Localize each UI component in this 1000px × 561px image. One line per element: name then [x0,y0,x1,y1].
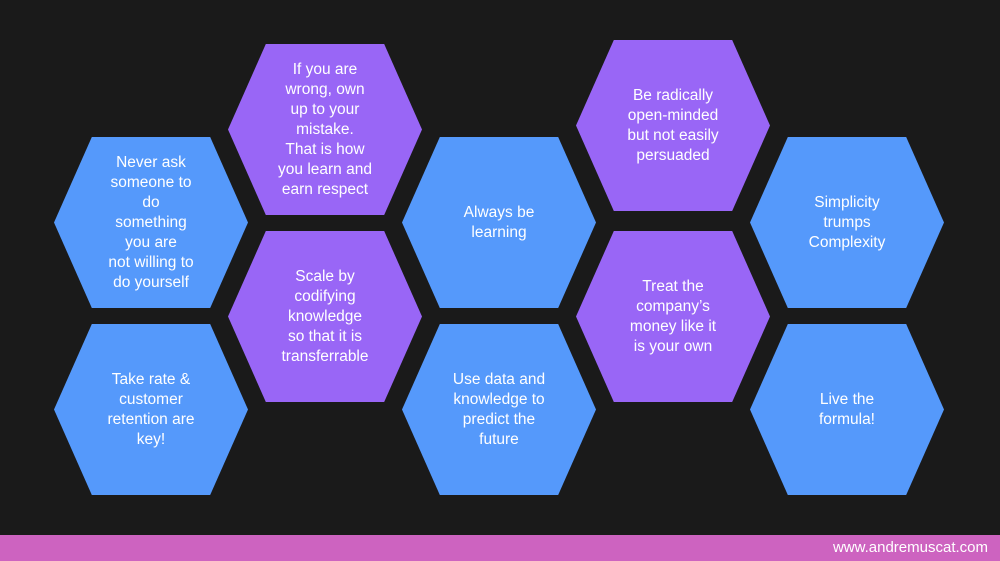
hex-live-formula: Live the formula! [750,324,944,495]
hex-text: Live the formula! [819,390,875,428]
hex-company-money: Treat the company’s money like it is you… [576,231,770,402]
hex-open-minded: Be radically open-minded but not easily … [576,40,770,211]
hex-text: Treat the company’s money like it is you… [629,277,717,355]
hex-text: If you are wrong, own up to your mistake… [278,60,372,198]
hex-use-data: Use data and knowledge to predict the fu… [402,324,596,495]
footer-bar: www.andremuscat.com [0,535,1000,561]
hex-if-wrong: If you are wrong, own up to your mistake… [228,44,422,215]
hex-text: Be radically open-minded but not easily … [627,86,719,164]
hex-text: Always be learning [463,203,535,241]
hex-text: Take rate & customer retention are key! [107,370,195,448]
hex-simplicity: Simplicity trumps Complexity [750,137,944,308]
hex-never-ask: Never ask someone to do something you ar… [54,137,248,308]
hex-take-rate: Take rate & customer retention are key! [54,324,248,495]
hex-text: Never ask someone to do something you ar… [108,153,194,291]
hex-text: Use data and knowledge to predict the fu… [452,370,546,448]
hex-text: Simplicity trumps Complexity [808,193,886,251]
hex-text: Scale by codifying knowledge so that it … [281,267,369,365]
footer-url: www.andremuscat.com [832,539,988,556]
hex-scale: Scale by codifying knowledge so that it … [228,231,422,402]
hex-always-learning: Always be learning [402,137,596,308]
